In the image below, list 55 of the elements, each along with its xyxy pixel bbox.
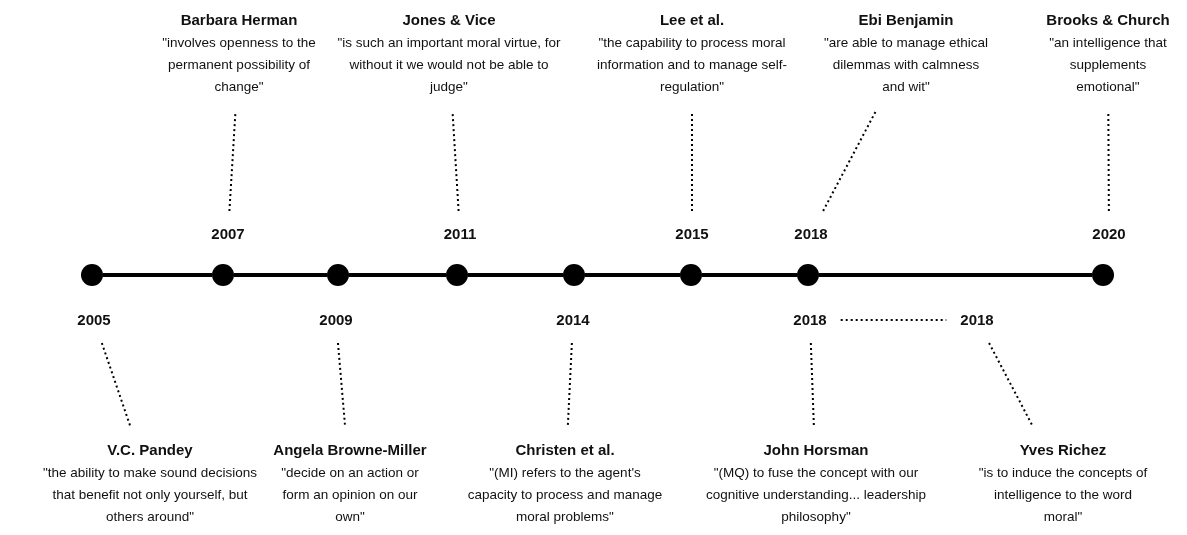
year-label: 2011	[443, 225, 477, 243]
author-name: Christen et al.	[515, 440, 615, 460]
year-label: 2015	[675, 225, 709, 243]
year-label: 2018	[793, 311, 827, 329]
author-name: Angela Browne-Miller	[273, 440, 427, 460]
leader-line	[691, 111, 693, 212]
timeline-dot	[212, 264, 234, 286]
year-label: 2009	[319, 311, 353, 329]
timeline-dot	[1092, 264, 1114, 286]
author-name: V.C. Pandey	[107, 440, 193, 460]
timeline-line	[819, 273, 1092, 277]
quote-text: "the ability to make sound decisions that benefit not only yourself, but others around"	[41, 464, 259, 526]
author-name: Lee et al.	[659, 10, 725, 30]
leader-line	[336, 342, 347, 427]
year-label: 2007	[211, 225, 245, 243]
quote-text: "(MI) refers to the agent's capacity to process and manage moral problems"	[466, 464, 664, 526]
quote-text: "involves openness to the permanent possibility of change"	[161, 34, 317, 96]
timeline-dot	[327, 264, 349, 286]
year-label: 2018	[794, 225, 828, 243]
quote-text: "is to induce the concepts of intelligence to the word moral"	[977, 464, 1149, 526]
timeline-dot	[563, 264, 585, 286]
year-label: 2018	[960, 311, 994, 329]
quote-text: "decide on an action or form an opinion on our own"	[280, 464, 420, 526]
timeline-line	[234, 273, 327, 277]
timeline-dot	[797, 264, 819, 286]
author-name: Barbara Herman	[180, 10, 298, 30]
quote-text: "the capability to process moral information and to manage self-regulation"	[596, 34, 788, 96]
quote-text: "an intelligence that supplements emotional"	[1048, 34, 1168, 96]
leader-line	[1107, 111, 1110, 212]
author-name: Ebi Benjamin	[858, 10, 954, 30]
year-label: 2005	[77, 311, 111, 329]
year-label: 2020	[1092, 225, 1126, 243]
author-name: Yves Richez	[1019, 440, 1107, 460]
timeline-line	[468, 273, 563, 277]
author-name: John Horsman	[763, 440, 869, 460]
leader-line	[566, 342, 573, 427]
year-label: 2014	[556, 311, 590, 329]
quote-text: "(MQ) to fuse the concept with our cognitive understanding... leadership philosophy"	[705, 464, 927, 526]
leader-line	[100, 342, 132, 427]
timeline-dot	[680, 264, 702, 286]
quote-text: "is such an important moral virtue, for without it we would not be able to judge"	[336, 34, 562, 96]
author-name: Brooks & Church	[1046, 10, 1170, 30]
author-name: Jones & Vice	[402, 10, 496, 30]
timeline-line	[103, 273, 212, 277]
timeline-dot	[81, 264, 103, 286]
quote-text: "are able to manage ethical dilemmas with calmness and wit"	[823, 34, 989, 96]
leader-line	[809, 342, 815, 427]
leader-line	[822, 111, 877, 212]
leader-line	[988, 342, 1034, 427]
timeline-line	[585, 273, 680, 277]
timeline-line	[702, 273, 797, 277]
timeline-dot	[446, 264, 468, 286]
timeline-line	[349, 273, 446, 277]
leader-line	[451, 111, 460, 212]
leader-line	[228, 111, 237, 212]
